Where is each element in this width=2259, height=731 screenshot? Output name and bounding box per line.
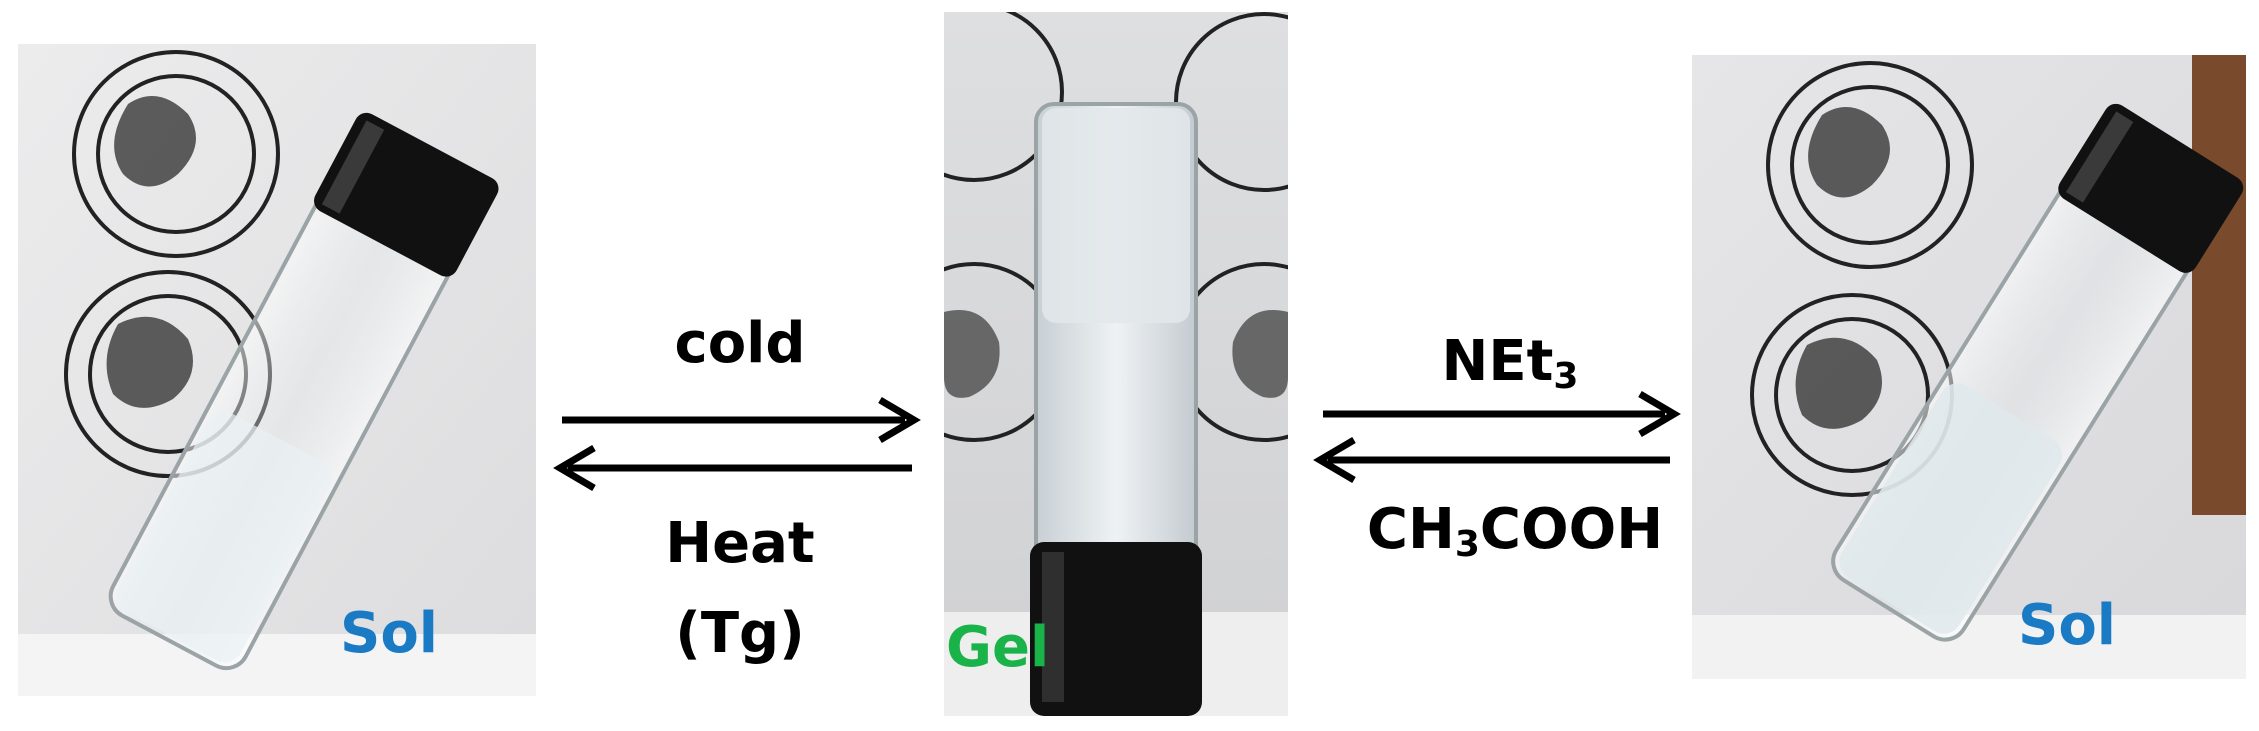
sol-vial-photo-right — [1692, 55, 2246, 679]
state-gel-label: Gel — [946, 615, 1050, 680]
net3-base: NEt — [1441, 329, 1554, 394]
condition-heat-label: Heat — [665, 511, 815, 576]
condition-tg-label: (Tg) — [675, 601, 805, 666]
ch3cooh-part-b: COOH — [1479, 497, 1664, 562]
state-sol-left-label: Sol — [340, 601, 438, 666]
ch3cooh-part-a: CH — [1366, 497, 1455, 562]
ch3cooh-subscript: 3 — [1454, 524, 1480, 565]
gel-vial-photo-center — [944, 12, 1288, 716]
condition-ch3cooh-label: CH3COOH — [1320, 502, 1710, 563]
condition-net3-label: NEt3 — [1340, 334, 1680, 395]
condition-cold-label: cold — [674, 311, 806, 376]
sol-vial-photo-left — [18, 44, 536, 696]
net3-subscript: 3 — [1553, 356, 1579, 397]
state-sol-right-label: Sol — [2018, 593, 2116, 658]
